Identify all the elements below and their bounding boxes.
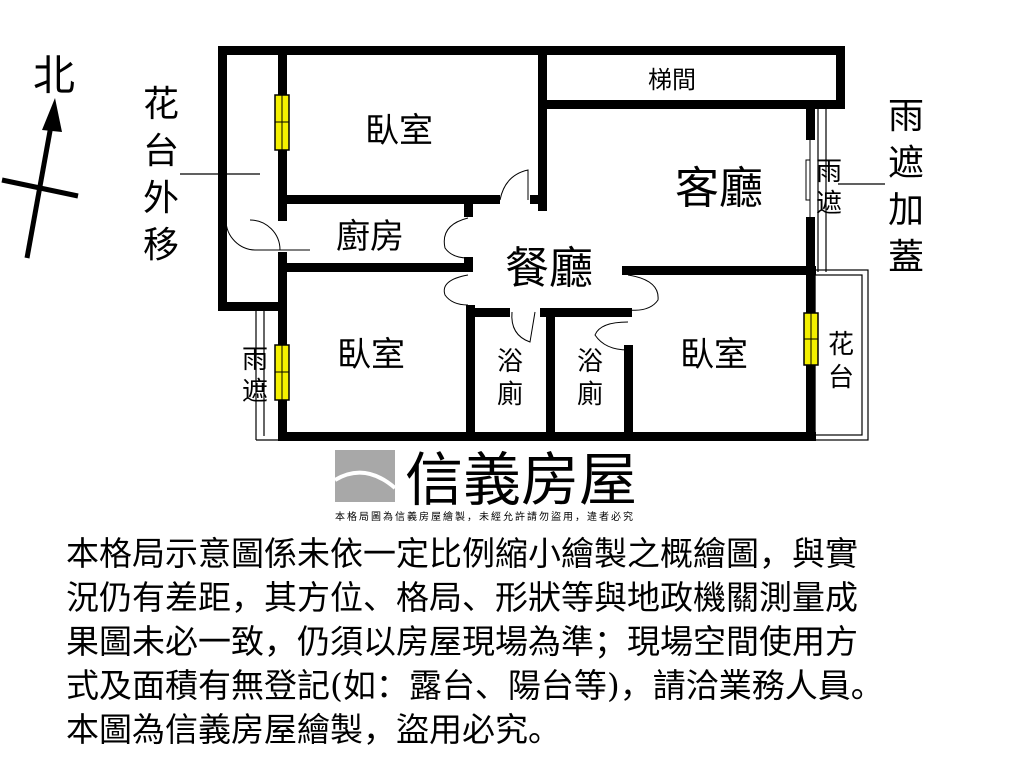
disclaimer-text: 本格局示意圖係未依一定比例縮小繪製之概繪圖，與實 況仍有差距，其方位、格局、形狀… — [66, 534, 884, 749]
svg-text:雨: 雨 — [242, 345, 268, 375]
svg-text:外: 外 — [143, 178, 179, 219]
room-kitchen: 廚房 — [336, 217, 404, 257]
annotation-rain-shelter-left: 雨 遮 — [242, 345, 268, 407]
room-bedroom-bottom-left: 臥室 — [337, 335, 405, 375]
room-bedroom-top: 臥室 — [365, 111, 433, 151]
annotation-rain-shelter-right: 雨 遮 — [816, 157, 842, 219]
room-dining: 餐廳 — [505, 243, 593, 294]
svg-text:加: 加 — [888, 190, 924, 231]
room-living: 客廳 — [675, 163, 763, 214]
svg-text:蓋: 蓋 — [888, 237, 924, 278]
compass: 北 — [1, 51, 79, 259]
svg-text:移: 移 — [143, 225, 179, 266]
svg-text:遮: 遮 — [888, 143, 924, 184]
room-bath-2: 浴 廁 — [577, 347, 603, 410]
annotation-planter-moved-out: 花 台 外 移 — [143, 84, 179, 266]
svg-text:遮: 遮 — [242, 377, 268, 407]
annotation-rain-shelter-roof: 雨 遮 加 蓋 — [888, 96, 924, 278]
svg-text:花: 花 — [828, 330, 854, 360]
svg-text:浴: 浴 — [497, 347, 523, 377]
svg-text:花: 花 — [143, 84, 179, 125]
windows — [274, 94, 819, 401]
annotation-planter-right: 花 台 — [828, 330, 854, 393]
doors — [225, 169, 659, 351]
room-stairwell: 梯間 — [648, 66, 696, 94]
svg-text:遮: 遮 — [816, 189, 842, 219]
watermark: 信義房屋 本格局圖為信義房屋繪製，未經允許請勿盜用，違者必究 — [333, 446, 637, 523]
svg-text:雨: 雨 — [816, 157, 842, 187]
north-label: 北 — [33, 51, 75, 100]
svg-text:廁: 廁 — [577, 380, 603, 410]
svg-text:台: 台 — [828, 363, 854, 393]
watermark-notice: 本格局圖為信義房屋繪製，未經允許請勿盜用，違者必究 — [335, 510, 635, 523]
svg-text:雨: 雨 — [888, 96, 924, 137]
room-bedroom-bottom-right: 臥室 — [680, 335, 748, 375]
svg-text:浴: 浴 — [577, 347, 603, 377]
watermark-brand: 信義房屋 — [405, 446, 637, 514]
svg-text:廁: 廁 — [497, 380, 523, 410]
svg-text:台: 台 — [143, 131, 179, 172]
room-bath-1: 浴 廁 — [497, 347, 523, 410]
